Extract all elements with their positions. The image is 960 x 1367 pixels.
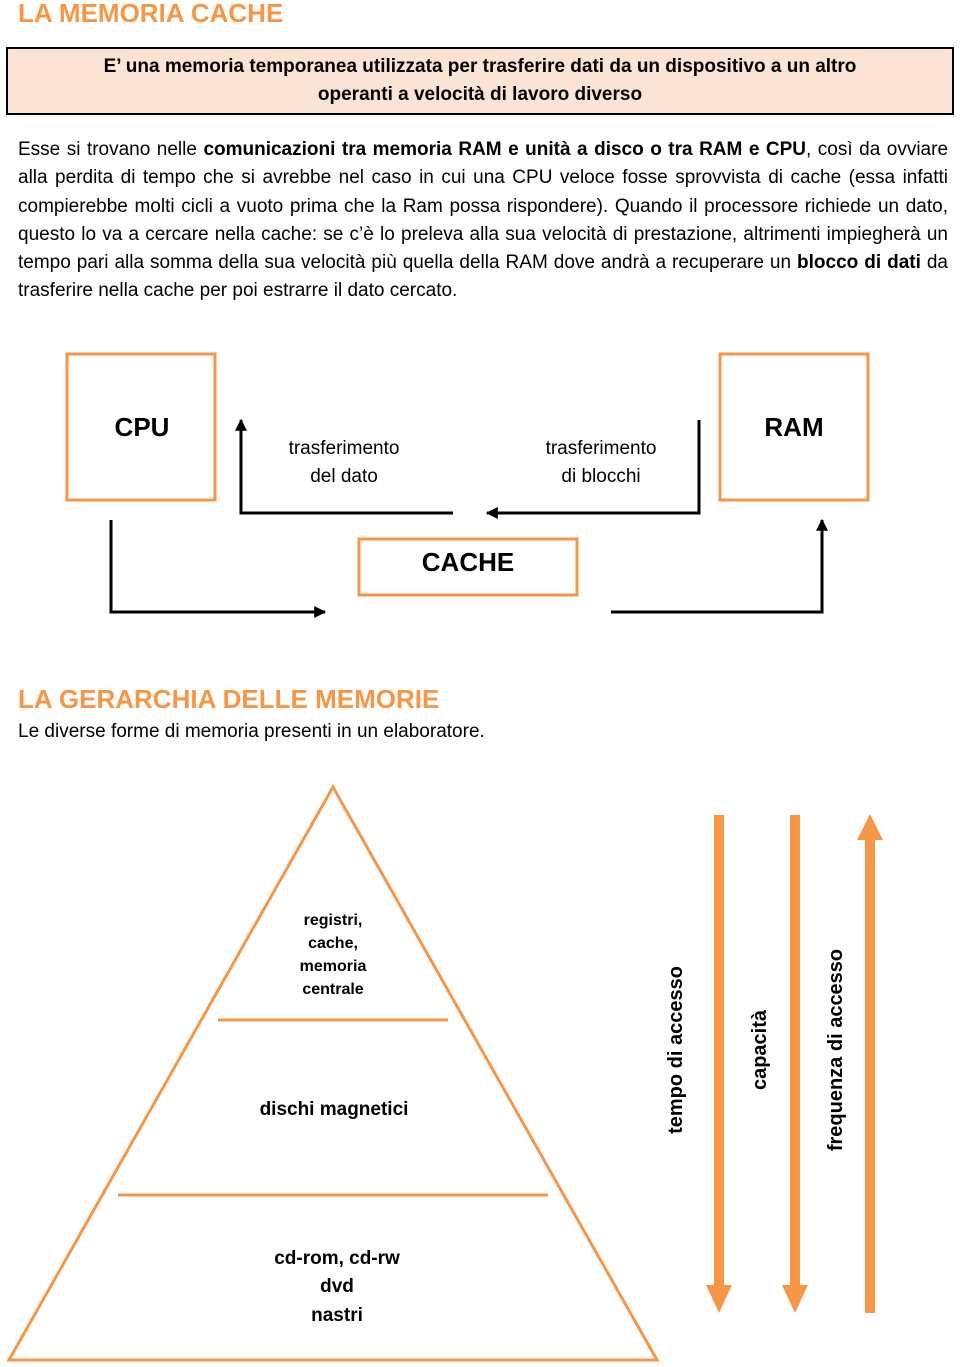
transfer-data-label-line2: del dato: [310, 466, 378, 487]
level3-line1: cd-rom, cd-rw: [274, 1248, 400, 1269]
arrow-cache-to-ram: [611, 518, 828, 614]
section-title-hierarchy: LA GERARCHIA DELLE MEMORIE: [18, 684, 440, 714]
cpu-box: [65, 352, 217, 502]
pyramid-outline: [6, 783, 660, 1362]
cache-label: CACHE: [422, 547, 514, 577]
transfer-data-label-line1: trasferimento: [289, 438, 400, 459]
definition-box: E’ una memoria temporanea utilizzata per…: [6, 47, 954, 115]
paragraph-bold-data-block: blocco di dati: [797, 252, 921, 274]
capacity-label: capacità: [749, 1009, 771, 1090]
definition-line-1: E’ una memoria temporanea utilizzata per…: [103, 56, 857, 77]
level3-line3: nastri: [311, 1305, 363, 1326]
hierarchy-arrows: tempo di accesso capacità frequenza di a…: [665, 814, 883, 1313]
access-frequency-arrow-shaft: [865, 840, 875, 1313]
level2-label: dischi magnetici: [260, 1099, 409, 1120]
ram-box: [718, 352, 870, 502]
access-time-arrow-head: [706, 1285, 732, 1313]
hierarchy-subtitle: Le diverse forme di memoria presenti in …: [18, 721, 485, 742]
cache-description-paragraph: Esse si trovano nelle comunicazioni tra …: [18, 136, 948, 306]
level1-line4: centrale: [302, 981, 363, 998]
arrow-cache-to-cpu: [235, 418, 453, 515]
paragraph-text-1: Esse si trovano nelle: [18, 139, 204, 160]
capacity-arrow-shaft: [790, 815, 800, 1285]
paragraph-text-2: , così da ovviare alla perdita di tempo …: [18, 139, 949, 274]
capacity-arrow-head: [782, 1285, 808, 1313]
section-title-cache: LA MEMORIA CACHE: [18, 0, 284, 28]
transfer-blocks-label-line1: trasferimento: [546, 438, 657, 459]
access-time-arrow-shaft: [714, 815, 724, 1285]
transfer-blocks-label-line2: di blocchi: [561, 466, 640, 487]
paragraph-text-3: da trasferire nella cache per poi estrar…: [18, 252, 949, 302]
memory-hierarchy-pyramid: registri, cache, memoria centrale dischi…: [6, 783, 660, 1362]
cache-box: [357, 537, 579, 597]
cpu-label: CPU: [115, 412, 170, 442]
arrow-ram-to-cache: [485, 420, 701, 519]
cache-diagram: CPU RAM CACHE trasferimento del dato tra…: [65, 352, 870, 618]
arrow-cpu-to-cache: [109, 520, 327, 618]
ram-label: RAM: [764, 412, 823, 442]
paragraph-bold-communications: comunicazioni tra memoria RAM e unità a …: [203, 139, 807, 160]
level1-line1: registri,: [304, 912, 363, 929]
level1-line2: cache,: [308, 935, 358, 952]
level3-line2: dvd: [320, 1276, 354, 1297]
access-time-label: tempo di accesso: [665, 966, 687, 1134]
definition-line-2: operanti a velocità di lavoro diverso: [317, 84, 643, 105]
level1-line3: memoria: [300, 958, 367, 975]
access-frequency-label: frequenza di accesso: [825, 949, 847, 1151]
access-frequency-arrow-head: [857, 814, 883, 840]
